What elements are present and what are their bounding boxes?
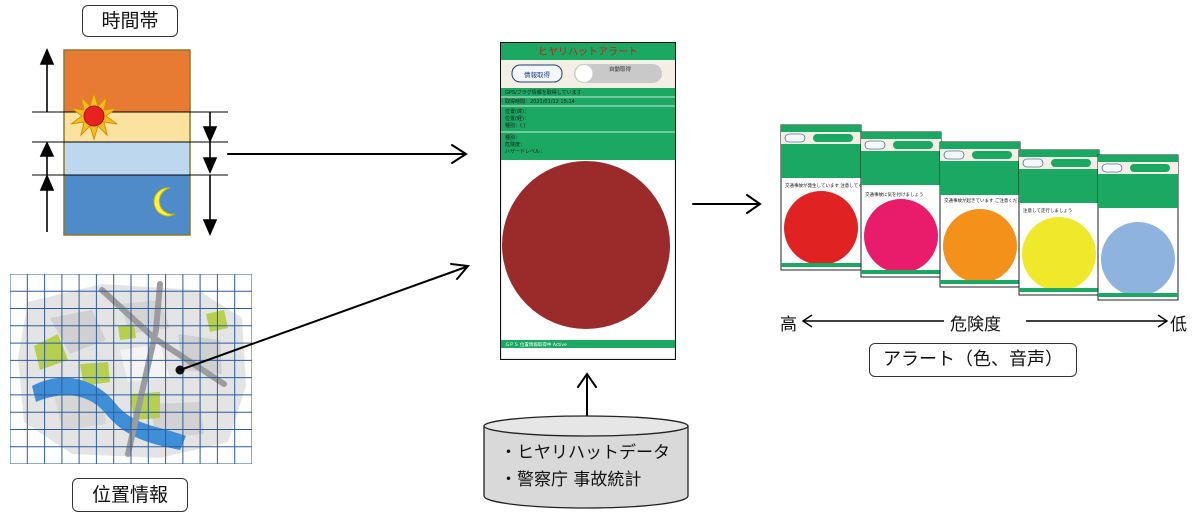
database-cylinder: [483, 415, 689, 509]
sun-icon: [70, 91, 118, 141]
phone-info-row: 危険度：: [505, 141, 525, 148]
phone-auto-toggle-knob: [574, 64, 594, 83]
danger-low-label: 低: [1170, 315, 1187, 335]
phone-title-bar: [501, 43, 675, 60]
moon-icon: [153, 187, 176, 217]
map-river: [32, 377, 186, 450]
alert-label: アラート（色、音声）: [869, 343, 1077, 377]
alert-label-text: アラート（色、音声）: [883, 349, 1063, 370]
phone-info-row: 位置(経)：: [505, 115, 529, 122]
alert-message-1: 交通事故が発生しています 注意してください: [785, 182, 877, 189]
time-band-diagram: [32, 47, 228, 237]
phone-info-row: GPS/フラグ情報を取得しています: [505, 89, 582, 96]
phone-info-row: 種別：: [505, 134, 520, 141]
phone-screen: ヒヤリハットアラート 情報取得 自動取得 GPS/フラグ情報を取得しています 取…: [500, 42, 676, 360]
alert-screen-level-4: 注意して走行しましょう: [1018, 149, 1100, 296]
arrow-map-to-phone: [179, 266, 467, 371]
alert-screen-level-2: 交通事故に気を付けましょう: [860, 131, 942, 278]
left-up-arrows: [39, 47, 55, 232]
location-info-label: 位置情報: [72, 478, 188, 512]
alert-screen-level-1: 交通事故が発生しています 注意してください: [780, 124, 877, 271]
danger-scale-title: 危険度: [946, 310, 1005, 335]
alert-message-2: 交通事故に気を付けましょう: [865, 191, 924, 198]
phone-info-row: 取得時間：2021/01/12 15:14: [505, 98, 575, 105]
phone-title: ヒヤリハットアラート: [538, 46, 638, 58]
alert-screen-level-3: 交通事故が起きています ご注意ください: [939, 141, 1027, 288]
phone-footer-bar: [501, 340, 675, 348]
database-text: ・ヒヤリハットデータ ・警察庁 事故統計: [500, 440, 690, 494]
danger-scale-arrow: [801, 314, 1169, 328]
database-line-police: ・警察庁 事故統計: [500, 470, 642, 490]
danger-high-label: 高: [780, 315, 797, 335]
location-map: [10, 274, 252, 464]
time-band-label: 時間帯: [82, 5, 178, 37]
time-band-evening: [64, 142, 190, 175]
time-band-night: [64, 175, 190, 235]
phone-info-area: [501, 88, 675, 160]
right-down-arrows: [202, 112, 218, 237]
connector-arrows: [179, 144, 762, 419]
location-info-label-text: 位置情報: [91, 484, 168, 506]
alert-screens: 交通事故が発生しています 注意してください 交通事故に気を付けましょう 交通事故…: [780, 124, 1179, 301]
phone-info-row: 種別：( ): [505, 122, 526, 129]
phone-footer: ＧＰＳ 位置情報取得中 Active: [505, 341, 567, 348]
phone-auto-toggle[interactable]: [574, 64, 662, 83]
alert-message-4: 注意して走行しましょう: [1023, 207, 1072, 214]
database-line-nearmiss: ・ヒヤリハットデータ: [500, 443, 670, 463]
phone-get-info-button[interactable]: [511, 64, 563, 83]
phone-info-row: 位置(緯)：: [505, 108, 529, 115]
map-grid: [10, 274, 252, 464]
alert-message-3: 交通事故が起きています ご注意ください: [944, 197, 1027, 204]
phone-danger-circle: [502, 161, 670, 329]
phone-get-info-button-label: 情報取得: [524, 70, 551, 79]
phone-auto-toggle-label: 自動取得: [609, 65, 632, 73]
alert-screen-level-5: [1097, 154, 1179, 301]
phone-info-row: ハザードレベル：: [505, 149, 545, 155]
time-band-label-text: 時間帯: [101, 10, 159, 32]
